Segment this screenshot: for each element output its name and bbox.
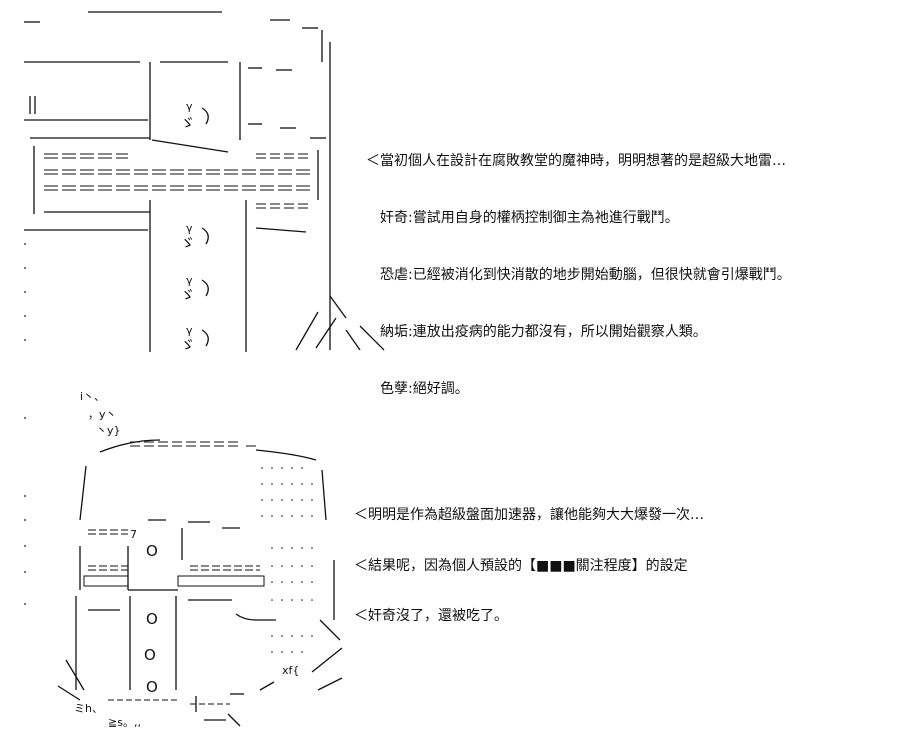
art-seven: 7: [130, 528, 137, 541]
panel-2-dialogue-3: ＜奸奇沒了，還被吃了。: [354, 608, 508, 624]
face-small-1: γ: [186, 100, 193, 113]
art-o3: O: [144, 646, 156, 664]
art-xf: xf{: [282, 664, 299, 677]
art-o2: O: [146, 610, 158, 628]
face-1: ゞ: [180, 114, 195, 132]
art-y2: 丶y}: [96, 424, 121, 437]
art-o1: O: [146, 542, 158, 560]
face-4: ゞ: [180, 336, 195, 354]
dialogue-line-3: 恐虐:已經被消化到快消散的地步開始動腦，但很快就會引爆戰鬥。: [366, 267, 791, 283]
face-2: ゞ: [180, 234, 195, 252]
face-3: ゞ: [180, 286, 195, 304]
art-o4: O: [146, 678, 158, 696]
dialogue-line-4: 納垢:連放出疫病的能力都沒有，所以開始觀察人類。: [366, 324, 707, 340]
art-y1: ，y丶: [88, 408, 117, 421]
face-small-3: γ: [186, 274, 193, 287]
panel-2-dialogue-2: ＜結果呢，因為個人預設的【■■■關注程度】的設定: [354, 558, 688, 574]
art-h: ミh、: [74, 702, 103, 715]
dialogue-line-1: ＜當初個人在設計在腐敗教堂的魔神時，明明想著的是超級大地雷…: [366, 153, 786, 169]
art-s: ≧s。,,: [108, 716, 141, 729]
panel-2-dialogue-1: ＜明明是作為超級盤面加速器，讓他能夠大大爆發一次…: [354, 507, 704, 523]
dialogue-line-2: 奸奇:嘗試用自身的權柄控制御主為祂進行戰鬥。: [366, 210, 679, 226]
face-small-2: γ: [186, 222, 193, 235]
art-top: i丶、: [80, 390, 105, 403]
dialogue-line-5: 色孽:絕好調。: [366, 381, 469, 397]
panel-1-dialogue: ＜當初個人在設計在腐敗教堂的魔神時，明明想著的是超級大地雷… 奸奇:嘗試用自身的…: [366, 114, 791, 418]
face-small-4: γ: [186, 324, 193, 337]
panel-1-art: γ ゞ γ ゞ γ ゞ γ ゞ: [24, 11, 385, 354]
